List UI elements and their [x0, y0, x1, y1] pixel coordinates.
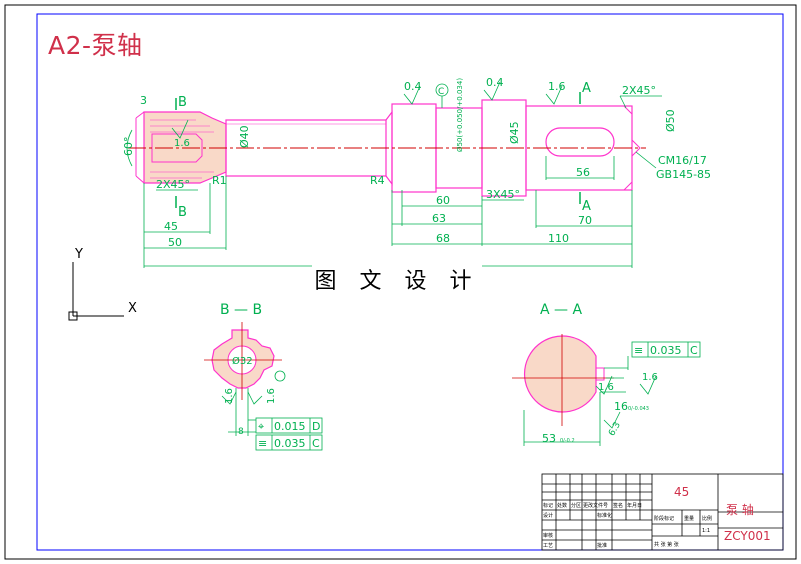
- dimension-texts: 0.4 0.4 1.6 A A B B C 2X45° 2X45° 3X45° …: [122, 76, 711, 249]
- tb-sheet-info: 共 张 第 张: [654, 541, 679, 548]
- aa-tol-datum: C: [690, 344, 698, 357]
- aa-tolerance-frame: ≡ 0.035 C: [631, 341, 701, 358]
- section-bb-datum-d: [274, 370, 286, 382]
- tb-part-name: 泵 轴: [726, 502, 754, 517]
- right-keyway: [545, 127, 615, 157]
- section-b-bottom-label: B: [178, 205, 187, 220]
- tb-review: 审核: [543, 532, 553, 539]
- len-68-label: 68: [436, 232, 450, 245]
- tb-header-docno: 更改文件号: [583, 502, 608, 509]
- section-aa-dim-16: 16: [614, 400, 628, 413]
- section-bb-view: B — B Ø32 1.6 1.6 8: [204, 302, 286, 437]
- len-50-label: 50: [168, 236, 182, 249]
- tb-weight: 重量: [684, 515, 694, 522]
- tb-material: 45: [674, 485, 689, 499]
- section-aa-dim-53-tol: 0/-0.2: [560, 438, 575, 444]
- bb-tol1-value: 0.015: [274, 420, 306, 433]
- tb-header-zone: 分区: [571, 502, 581, 509]
- section-aa-view: A — A 1.6 1.6 6.3 16 0/-0.043 53 0/-0.2: [512, 302, 658, 446]
- chamfer-right-label: 2X45°: [622, 84, 656, 97]
- title-block-texts: 标记 处数 分区 更改文件号 签名 年月日 设计 标准化 审核 工艺 批准 阶段…: [543, 502, 712, 549]
- section-aa-keyway: [596, 367, 605, 381]
- aa-tol-symbol: ≡: [634, 344, 643, 357]
- bb-tol1-symbol: ⌖: [258, 420, 264, 433]
- tb-process: 工艺: [543, 543, 553, 549]
- section-aa-dim-53: 53: [542, 432, 556, 445]
- datum-c-label: C: [438, 87, 444, 97]
- main-shaft-view: [128, 99, 646, 197]
- section-aa-title: A — A: [540, 302, 582, 318]
- tb-header-date: 年月日: [627, 502, 642, 509]
- len-63-label: 63: [432, 212, 446, 225]
- tb-standard: 标准化: [597, 512, 612, 519]
- title-block: [541, 473, 784, 551]
- tb-header-sign: 签名: [613, 502, 623, 509]
- len-60-label: 60: [436, 194, 450, 207]
- section-bb-dia: Ø32: [232, 355, 253, 367]
- len-70-label: 70: [578, 214, 592, 227]
- r4-label: R4: [370, 174, 385, 187]
- section-bb-rough2: 1.6: [266, 388, 277, 404]
- len-110-label: 110: [548, 232, 569, 245]
- bb-tol2-datum: C: [312, 437, 320, 450]
- roughness-label-1: 0.4: [404, 80, 422, 93]
- dia50-right-label: Ø50: [664, 109, 677, 132]
- sheet-outer-border: [4, 4, 797, 560]
- watermark-text: 图 文 设 计: [312, 262, 482, 302]
- center-note-1: CM16/17: [658, 154, 707, 167]
- section-a-bottom-label: A: [582, 199, 591, 214]
- left-end-chamfer: [135, 111, 145, 184]
- tb-designer: 设计: [543, 512, 553, 519]
- left-small-label: 3: [140, 94, 147, 107]
- left-angle-label: 60°: [122, 137, 135, 157]
- tb-approve: 批准: [597, 542, 607, 549]
- section-bb-dim-8: 8: [238, 427, 244, 437]
- sheet-inner-border: [36, 13, 784, 551]
- roughness-label-3: 1.6: [548, 80, 566, 93]
- tb-header-mark: 标记: [543, 502, 553, 509]
- center-note-2: GB145-85: [656, 168, 711, 181]
- drawing-title: A2-泵轴: [48, 31, 143, 60]
- section-aa-rough1: 1.6: [598, 382, 614, 393]
- section-bb-title: B — B: [220, 302, 262, 318]
- bb-tol2-symbol: ≡: [258, 437, 267, 450]
- aa-tol-value: 0.035: [650, 344, 682, 357]
- bb-tol1-datum: D: [312, 420, 320, 433]
- tb-scale-value: 1:1: [702, 528, 710, 534]
- r1-label: R1: [212, 174, 227, 187]
- chamfer-mid-label: 3X45°: [486, 188, 520, 201]
- section-aa-rough2: 1.6: [642, 372, 658, 383]
- tb-stage-mark: 阶段标记: [654, 515, 674, 522]
- dia45-label: Ø45: [508, 121, 521, 144]
- roughness-label-2: 0.4: [486, 76, 504, 89]
- ucs-y-label: Y: [74, 247, 83, 262]
- center-hole: [631, 139, 641, 157]
- left-roughness-label: 1.6: [174, 138, 190, 149]
- tb-header-count: 处数: [557, 502, 567, 509]
- section-a-top-label: A: [582, 81, 591, 96]
- section-b-top-label: B: [178, 95, 187, 110]
- tb-scale: 比例: [702, 515, 712, 522]
- dia40-label: Ø40: [238, 125, 251, 148]
- ucs-icon: [68, 262, 124, 321]
- ucs-x-label: X: [128, 301, 137, 316]
- left-end-hatch: [150, 119, 214, 179]
- section-bb-rough1: 1.6: [224, 388, 235, 404]
- bb-tolerance-frame-2: ≡ 0.035 C: [255, 434, 323, 451]
- dia50-tol-label: Ø50(+0.050/+0.034): [456, 78, 464, 152]
- bb-tol2-value: 0.035: [274, 437, 306, 450]
- bb-tolerance-frame-1: ⌖ 0.015 D: [255, 417, 323, 434]
- section-aa-rough3: 6.3: [607, 421, 623, 438]
- left-keyway: [151, 133, 203, 163]
- chamfer-left-label: 2X45°: [156, 178, 190, 191]
- section-aa-dim-16-tol: 0/-0.043: [628, 406, 649, 412]
- section-aa-shape: [523, 335, 597, 413]
- len-45-label: 45: [164, 220, 178, 233]
- len-56-label: 56: [576, 166, 590, 179]
- tb-drawing-no: ZCY001: [724, 529, 771, 543]
